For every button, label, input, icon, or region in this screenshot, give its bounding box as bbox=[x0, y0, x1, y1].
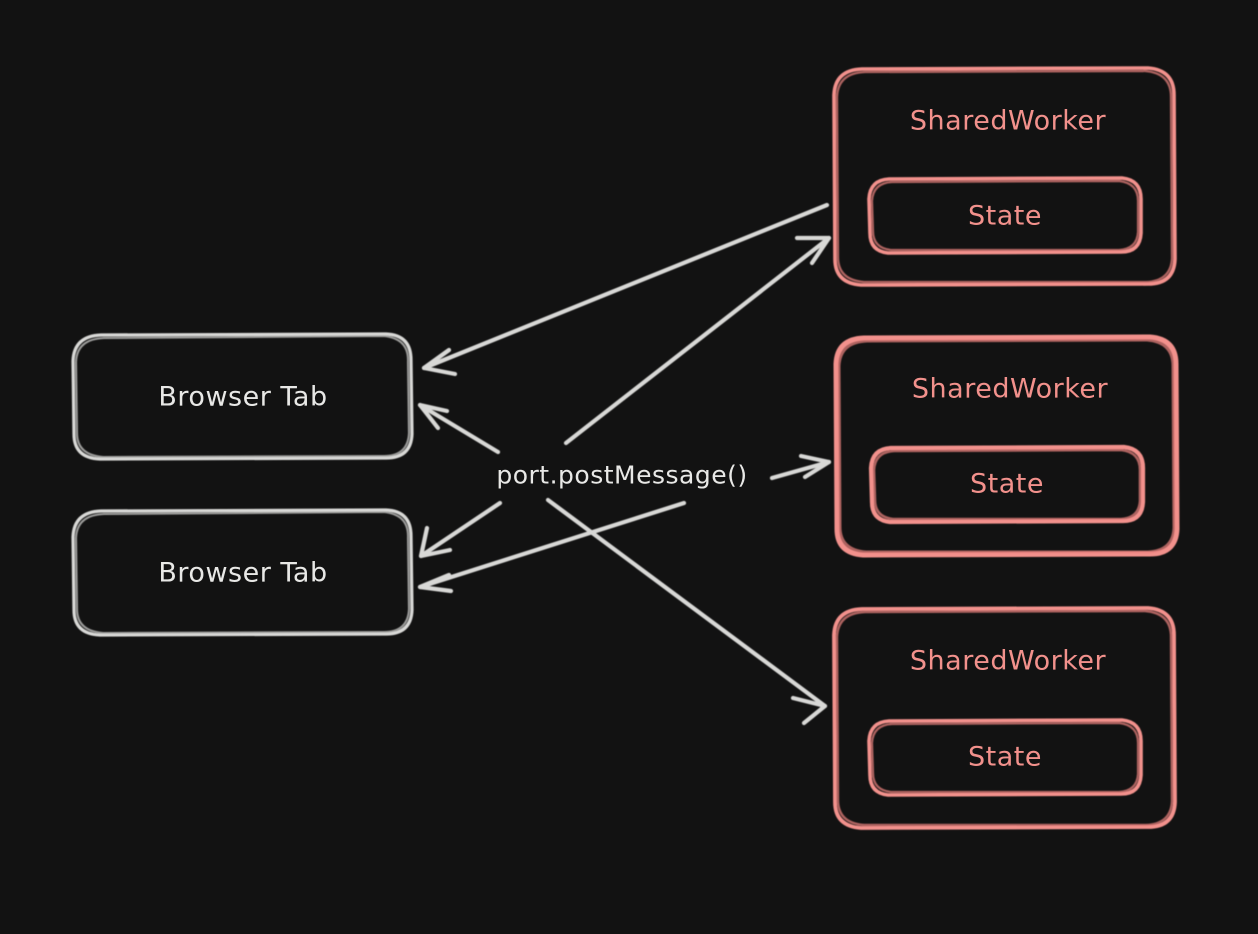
arrowhead bbox=[421, 347, 458, 377]
edge-hub-to-worker1[interactable] bbox=[563, 235, 832, 446]
shared-worker-2-outline bbox=[833, 334, 1180, 558]
node-shared-worker-2[interactable] bbox=[833, 334, 1180, 558]
edge-line bbox=[563, 235, 832, 446]
edge-layer bbox=[417, 202, 832, 726]
node-shared-worker-1[interactable] bbox=[832, 66, 1177, 287]
arrowhead bbox=[794, 235, 832, 266]
arrowhead bbox=[417, 402, 450, 431]
state-3-outline-2 bbox=[870, 721, 1140, 794]
node-browser-tab-1[interactable] bbox=[71, 332, 414, 461]
state-2-outline-2 bbox=[872, 448, 1142, 521]
browser-tab-2-outline bbox=[71, 508, 414, 637]
shared-worker-1-outline-2 bbox=[835, 69, 1174, 284]
edge-hub-to-worker3[interactable] bbox=[545, 497, 828, 726]
shared-worker-1-outline bbox=[832, 66, 1177, 287]
edge-hub-to-tab1[interactable] bbox=[417, 402, 501, 455]
node-browser-tab-2[interactable] bbox=[71, 508, 414, 637]
node-shared-worker-3[interactable] bbox=[832, 606, 1177, 830]
state-3-outline bbox=[867, 718, 1143, 797]
arrowhead bbox=[790, 695, 828, 726]
shared-worker-3-outline bbox=[832, 606, 1177, 830]
shared-worker-2-outline-2 bbox=[837, 338, 1176, 554]
shared-worker-3-outline-2 bbox=[835, 609, 1174, 827]
state-1-outline bbox=[867, 176, 1143, 255]
arrowhead bbox=[798, 453, 832, 480]
edge-line bbox=[418, 500, 503, 559]
state-2-outline bbox=[868, 444, 1146, 525]
edge-worker3-to-tab2[interactable] bbox=[417, 500, 687, 594]
browser-tab-2-outline-2 bbox=[74, 510, 411, 635]
edge-worker1-to-tab1[interactable] bbox=[421, 202, 830, 377]
browser-tab-1-outline-2 bbox=[74, 334, 411, 459]
edge-line bbox=[417, 402, 501, 455]
edge-line bbox=[769, 459, 832, 481]
state-1-outline-2 bbox=[870, 179, 1140, 252]
arrowhead bbox=[417, 572, 454, 594]
edge-line bbox=[545, 497, 828, 709]
edge-hub-to-worker2[interactable] bbox=[769, 453, 832, 481]
browser-tab-1-outline bbox=[71, 332, 414, 461]
edge-line bbox=[421, 202, 830, 371]
edge-hub-to-tab2[interactable] bbox=[418, 500, 503, 559]
arrowhead bbox=[418, 525, 453, 559]
edge-line bbox=[417, 500, 687, 590]
